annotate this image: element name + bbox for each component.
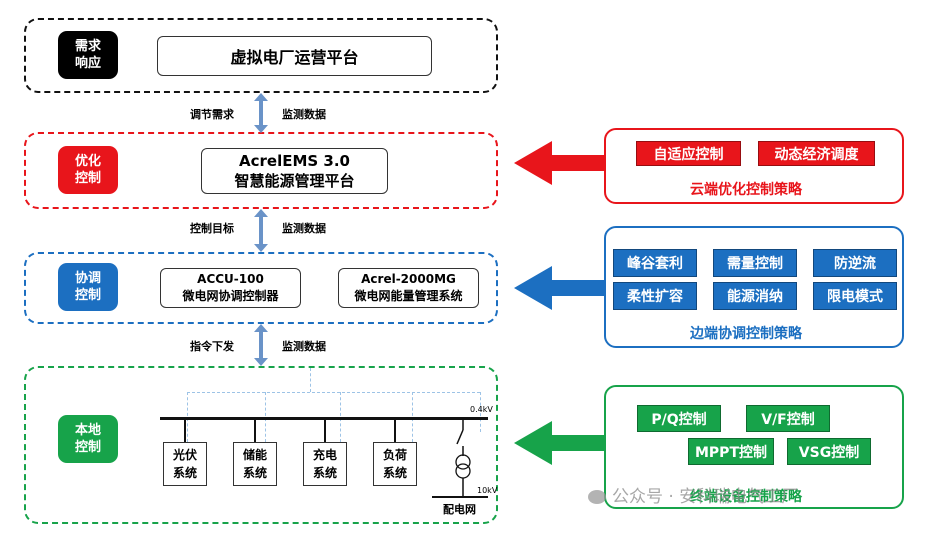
system-charging-line-2: 系统 bbox=[312, 466, 337, 480]
vpp-platform-label: 虚拟电厂运营平台 bbox=[230, 48, 359, 67]
acrelems-label-line-2: 智慧能源管理平台 bbox=[234, 172, 355, 190]
link3-right-label: 监测数据 bbox=[282, 340, 326, 353]
system-charging: 充电系统 bbox=[303, 442, 347, 486]
feeder-load bbox=[394, 419, 396, 442]
distribution-grid-bar bbox=[432, 496, 488, 498]
terminal-strategy-title: 终端设备控制策略 bbox=[690, 489, 802, 505]
cloud-strategy-tag: 自适应控制 bbox=[636, 141, 741, 166]
system-load-line-2: 系统 bbox=[382, 466, 407, 480]
cloud-strategy-title: 云端优化控制策略 bbox=[690, 182, 802, 198]
double-arrow-icon-3 bbox=[254, 324, 268, 366]
feeder-storage bbox=[254, 419, 256, 442]
edge-strategy-tag: 柔性扩容 bbox=[613, 282, 697, 310]
transformer-switch-icon bbox=[455, 418, 471, 496]
link1-right-label: 监测数据 bbox=[282, 108, 326, 121]
system-storage-line-2: 系统 bbox=[242, 466, 267, 480]
badge-line-1: 本地 bbox=[74, 423, 101, 438]
link2-left-label: 控制目标 bbox=[190, 222, 234, 235]
comm-line-vertical bbox=[310, 368, 311, 392]
system-pv-line-2: 系统 bbox=[172, 466, 197, 480]
badge-line-1: 优化 bbox=[74, 154, 101, 169]
comm-drop-5 bbox=[480, 392, 481, 432]
cloud-strategy-tag: 动态经济调度 bbox=[758, 141, 875, 166]
system-pv: 光伏系统 bbox=[163, 442, 207, 486]
double-arrow-icon-1 bbox=[254, 93, 268, 133]
watermark-text: 公众号 · 安科瑞电气工厂 bbox=[612, 487, 799, 507]
tier-local-control bbox=[24, 366, 498, 524]
tier-demand-response bbox=[24, 18, 498, 93]
badge-line-2: 控制 bbox=[74, 288, 101, 303]
terminal-strategy-tag: VSG控制 bbox=[787, 438, 871, 465]
edge-strategy-tag: 峰谷套利 bbox=[613, 249, 697, 277]
busbar-04kv bbox=[160, 417, 488, 420]
terminal-strategy-tag: V/F控制 bbox=[746, 405, 830, 432]
badge-line-2: 控制 bbox=[74, 171, 101, 186]
system-charging-line-1: 充电 bbox=[312, 448, 337, 462]
accu-label-line-2: 微电网协调控制器 bbox=[182, 289, 279, 303]
comm-line-horizontal bbox=[187, 392, 480, 393]
arrow-left-red-icon bbox=[514, 141, 608, 185]
acrelems-platform-box: AcrelEMS 3.0 智慧能源管理平台 bbox=[201, 148, 388, 194]
system-load: 负荷系统 bbox=[373, 442, 417, 486]
double-arrow-icon-2 bbox=[254, 209, 268, 252]
voltage-label-04kv: 0.4kV bbox=[470, 405, 493, 414]
panel-cloud-strategy bbox=[604, 128, 904, 204]
link2-right-label: 监测数据 bbox=[282, 222, 326, 235]
vpp-platform-box: 虚拟电厂运营平台 bbox=[157, 36, 432, 76]
badge-optimize-control: 优化控制 bbox=[58, 146, 118, 194]
system-storage-line-1: 储能 bbox=[242, 448, 267, 462]
system-storage: 储能系统 bbox=[233, 442, 277, 486]
link3-left-label: 指令下发 bbox=[190, 340, 234, 353]
badge-local-control: 本地控制 bbox=[58, 415, 118, 463]
edge-strategy-title: 边端协调控制策略 bbox=[690, 326, 802, 342]
feeder-charging bbox=[324, 419, 326, 442]
arrow-left-green-icon bbox=[514, 421, 608, 465]
badge-line-1: 需求 bbox=[74, 39, 101, 54]
watermark: 公众号 · 安科瑞电气工厂 bbox=[588, 482, 798, 507]
edge-strategy-tag: 防逆流 bbox=[813, 249, 897, 277]
link1-left-label: 调节需求 bbox=[190, 108, 234, 121]
edge-strategy-tag: 能源消纳 bbox=[713, 282, 797, 310]
terminal-strategy-tag: P/Q控制 bbox=[637, 405, 721, 432]
badge-line-2: 响应 bbox=[74, 56, 101, 71]
system-load-line-1: 负荷 bbox=[382, 448, 407, 462]
distribution-grid-label: 配电网 bbox=[443, 503, 476, 516]
accu-controller-box: ACCU-100 微电网协调控制器 bbox=[160, 268, 301, 308]
edge-strategy-tag: 限电模式 bbox=[813, 282, 897, 310]
voltage-label-10kv: 10kV bbox=[477, 486, 498, 495]
arrow-left-blue-icon bbox=[514, 266, 608, 310]
badge-line-1: 协调 bbox=[74, 271, 101, 286]
tier-optimize-control bbox=[24, 132, 498, 209]
edge-strategy-tag: 需量控制 bbox=[713, 249, 797, 277]
tier-coordinate-control bbox=[24, 252, 498, 324]
terminal-strategy-tag: MPPT控制 bbox=[688, 438, 774, 465]
badge-line-2: 控制 bbox=[74, 440, 101, 455]
badge-coordinate-control: 协调控制 bbox=[58, 263, 118, 311]
feeder-pv bbox=[184, 419, 186, 442]
acrel2000mg-label-line-2: 微电网能量管理系统 bbox=[354, 289, 463, 303]
accu-label-line-1: ACCU-100 bbox=[197, 272, 264, 286]
system-pv-line-1: 光伏 bbox=[172, 448, 197, 462]
acrel-2000mg-box: Acrel-2000MG 微电网能量管理系统 bbox=[338, 268, 479, 308]
wechat-icon bbox=[588, 490, 606, 504]
badge-demand-response: 需求响应 bbox=[58, 31, 118, 79]
acrelems-label-line-1: AcrelEMS 3.0 bbox=[239, 152, 350, 170]
acrel2000mg-label-line-1: Acrel-2000MG bbox=[361, 272, 456, 286]
